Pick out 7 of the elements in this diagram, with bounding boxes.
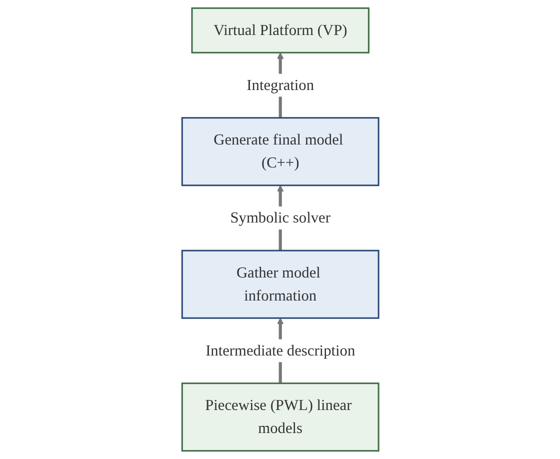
edge-label: Integration: [246, 76, 314, 94]
node-box: Virtual Platform (VP): [190, 7, 370, 54]
node-box: Gather model information: [181, 250, 379, 319]
edge-label: Intermediate description: [205, 342, 355, 360]
node-box: Generate final model (C++): [181, 117, 379, 186]
node-box: Piecewise (PWL) linear models: [181, 382, 379, 452]
edge-label: Symbolic solver: [230, 210, 330, 226]
